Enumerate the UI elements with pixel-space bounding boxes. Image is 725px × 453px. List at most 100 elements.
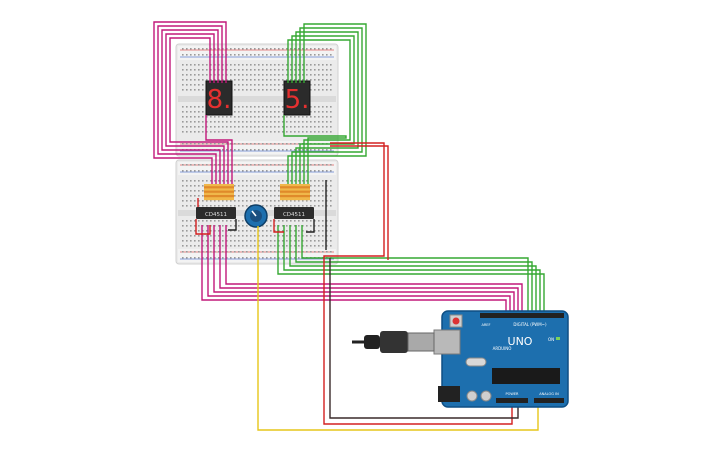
resistor[interactable]: [204, 190, 234, 194]
breadboard-hole: [322, 245, 324, 247]
reset-button-icon[interactable]: [452, 317, 460, 325]
potentiometer-icon[interactable]: [244, 204, 268, 228]
breadboard-hole: [226, 257, 228, 259]
breadboard-hole: [294, 235, 296, 237]
breadboard-hole: [246, 116, 248, 118]
breadboard-hole: [302, 205, 304, 207]
breadboard-hole: [310, 74, 312, 76]
breadboard-hole: [262, 131, 264, 133]
breadboard-hole: [314, 79, 316, 81]
breadboard-hole: [214, 79, 216, 81]
breadboard-hole: [190, 69, 192, 71]
breadboard-hole: [322, 251, 324, 253]
resistor[interactable]: [204, 192, 234, 196]
resistor[interactable]: [280, 195, 310, 198]
breadboard-hole: [330, 235, 332, 237]
breadboard-hole: [182, 143, 184, 145]
arduino-uno[interactable]: DIGITAL (PWM~) AREF UNO ARDUINO ON POWER…: [433, 310, 569, 408]
breadboard-hole: [182, 74, 184, 76]
breadboard-hole: [198, 220, 200, 222]
breadboard-hole: [278, 225, 280, 227]
breadboard-hole: [186, 116, 188, 118]
seven-segment-left[interactable]: 8.: [205, 80, 233, 116]
resistor-bank-right[interactable]: [280, 184, 310, 201]
breadboard-hole: [278, 170, 280, 172]
resistor[interactable]: [280, 197, 310, 201]
breadboard-hole: [194, 116, 196, 118]
breadboard-hole: [238, 54, 240, 56]
breadboard-hole: [234, 251, 236, 253]
ic-cd4511-left[interactable]: CD4511: [196, 207, 236, 219]
wires-magenta[interactable]: [153, 21, 523, 320]
breadboard-hole: [266, 143, 268, 145]
breadboard-hole: [266, 180, 268, 182]
breadboard-hole: [278, 235, 280, 237]
breadboard-hole: [194, 131, 196, 133]
resistor[interactable]: [280, 188, 310, 192]
resistor[interactable]: [204, 184, 234, 187]
breadboard-hole: [274, 205, 276, 207]
breadboard-hole: [210, 220, 212, 222]
breadboard-hole: [238, 230, 240, 232]
breadboard-hole: [206, 240, 208, 242]
breadboard-hole: [294, 164, 296, 166]
breadboard-hole: [302, 180, 304, 182]
breadboard-hole: [298, 126, 300, 128]
breadboard-hole: [206, 230, 208, 232]
ic-cd4511-right[interactable]: CD4511: [274, 207, 314, 219]
usb-plug-icon[interactable]: [352, 331, 435, 353]
breadboard-hole: [202, 89, 204, 91]
breadboard-hole: [210, 69, 212, 71]
breadboard-top[interactable]: [175, 43, 339, 157]
seven-segment-right[interactable]: 5.: [283, 80, 311, 116]
breadboard-hole: [242, 69, 244, 71]
breadboard-hole: [186, 164, 188, 166]
breadboard-hole: [306, 205, 308, 207]
breadboard-hole: [290, 74, 292, 76]
resistor[interactable]: [204, 188, 234, 192]
breadboard-hole: [278, 84, 280, 86]
breadboard-hole: [270, 180, 272, 182]
breadboard-hole: [274, 170, 276, 172]
wires-power[interactable]: [257, 142, 539, 431]
breadboard-hole: [214, 54, 216, 56]
breadboard-hole: [302, 170, 304, 172]
breadboard-hole: [206, 54, 208, 56]
resistor[interactable]: [280, 190, 310, 194]
breadboard-hole: [310, 230, 312, 232]
breadboard-hole: [266, 126, 268, 128]
resistor[interactable]: [280, 186, 310, 190]
breadboard-hole: [286, 225, 288, 227]
breadboard-hole: [250, 251, 252, 253]
resistor[interactable]: [204, 195, 234, 198]
breadboard-hole: [190, 251, 192, 253]
breadboard-hole: [234, 74, 236, 76]
resistor[interactable]: [204, 186, 234, 190]
breadboard-hole: [290, 149, 292, 151]
breadboard-hole: [290, 54, 292, 56]
wires-short[interactable]: [195, 180, 327, 250]
resistor[interactable]: [204, 197, 234, 201]
breadboard-hole: [218, 143, 220, 145]
resistor-bank-left[interactable]: [204, 184, 234, 201]
breadboard-hole: [230, 164, 232, 166]
wires-green[interactable]: [277, 23, 545, 320]
breadboard-hole: [206, 164, 208, 166]
breadboard-hole: [258, 230, 260, 232]
breadboard-hole: [194, 257, 196, 259]
breadboard-hole: [218, 180, 220, 182]
resistor[interactable]: [280, 192, 310, 196]
breadboard-hole: [226, 54, 228, 56]
breadboard-hole: [198, 121, 200, 123]
breadboard-hole: [242, 185, 244, 187]
breadboard-hole: [278, 74, 280, 76]
breadboard-hole: [190, 84, 192, 86]
breadboard-hole: [230, 180, 232, 182]
breadboard-hole: [302, 225, 304, 227]
breadboard-hole: [266, 251, 268, 253]
breadboard-hole: [242, 111, 244, 113]
breadboard-hole: [258, 195, 260, 197]
resistor[interactable]: [280, 184, 310, 187]
breadboard-hole: [286, 200, 288, 202]
breadboard-hole: [218, 235, 220, 237]
